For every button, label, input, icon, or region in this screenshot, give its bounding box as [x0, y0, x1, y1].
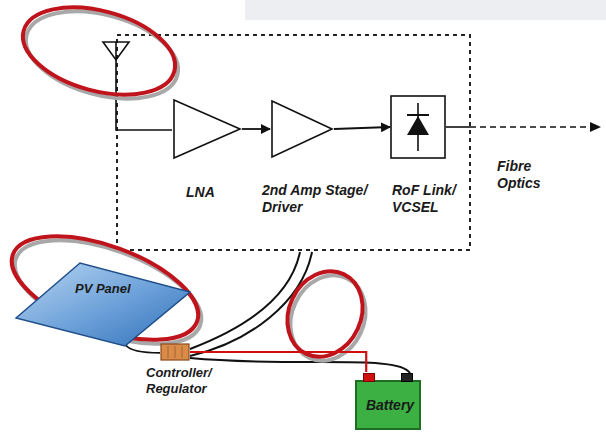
- fibre-line: [446, 126, 470, 128]
- fibre-arrowhead: [590, 122, 601, 132]
- amplifier-triangle: [172, 98, 242, 160]
- battery-terminal: [363, 373, 375, 382]
- highlight-ellipses: [0, 0, 379, 373]
- diode-bar: [407, 114, 429, 116]
- box-outline: [391, 96, 445, 158]
- connector: [334, 127, 390, 129]
- triangle-outline: [272, 101, 332, 157]
- fibre-dashed: [470, 126, 592, 128]
- controller-rib: [175, 346, 176, 358]
- controller-rib: [168, 346, 169, 358]
- battery-wire: [190, 358, 410, 373]
- battery-box: Battery: [355, 380, 421, 430]
- panel-surface: [16, 263, 190, 346]
- pv-panel: PV Panel: [15, 262, 191, 347]
- connector: [126, 345, 160, 353]
- shadow-ellipse: [16, 0, 187, 114]
- controller-box: [160, 343, 190, 361]
- node-label: RoF Link/ VCSEL: [392, 182, 470, 216]
- node-label: Controller/ Regulator: [146, 365, 230, 396]
- vcsel-box: RoF Link/ VCSEL: [390, 95, 470, 220]
- diode-symbol: [407, 116, 429, 135]
- connector: [190, 352, 366, 372]
- node-label: LNA: [186, 184, 246, 201]
- node-label: Battery: [357, 397, 423, 414]
- amplifier-triangle: LNA: [172, 98, 252, 208]
- dashed-enclosure: [117, 35, 470, 250]
- pv-panel: [15, 262, 191, 347]
- highlight-ellipse: [0, 215, 211, 361]
- node-label: 2nd Amp Stage/ Driver: [262, 182, 380, 216]
- vcsel-box: [390, 95, 446, 159]
- triangle-outline: [174, 100, 240, 158]
- amplifier-triangle: [270, 99, 334, 159]
- highlight-ellipse: [13, 0, 184, 110]
- connector: [242, 128, 270, 130]
- top-bar: [245, 0, 606, 20]
- controller-body: [161, 344, 189, 360]
- controller-box: Controller/ Regulator: [146, 343, 230, 405]
- node-label: PV Panel: [75, 281, 175, 297]
- controller-rib: [182, 346, 183, 358]
- signal-label: Fibre Optics: [497, 158, 557, 192]
- battery-terminal: [401, 373, 413, 382]
- amplifier-triangle: 2nd Amp Stage/ Driver: [262, 98, 380, 223]
